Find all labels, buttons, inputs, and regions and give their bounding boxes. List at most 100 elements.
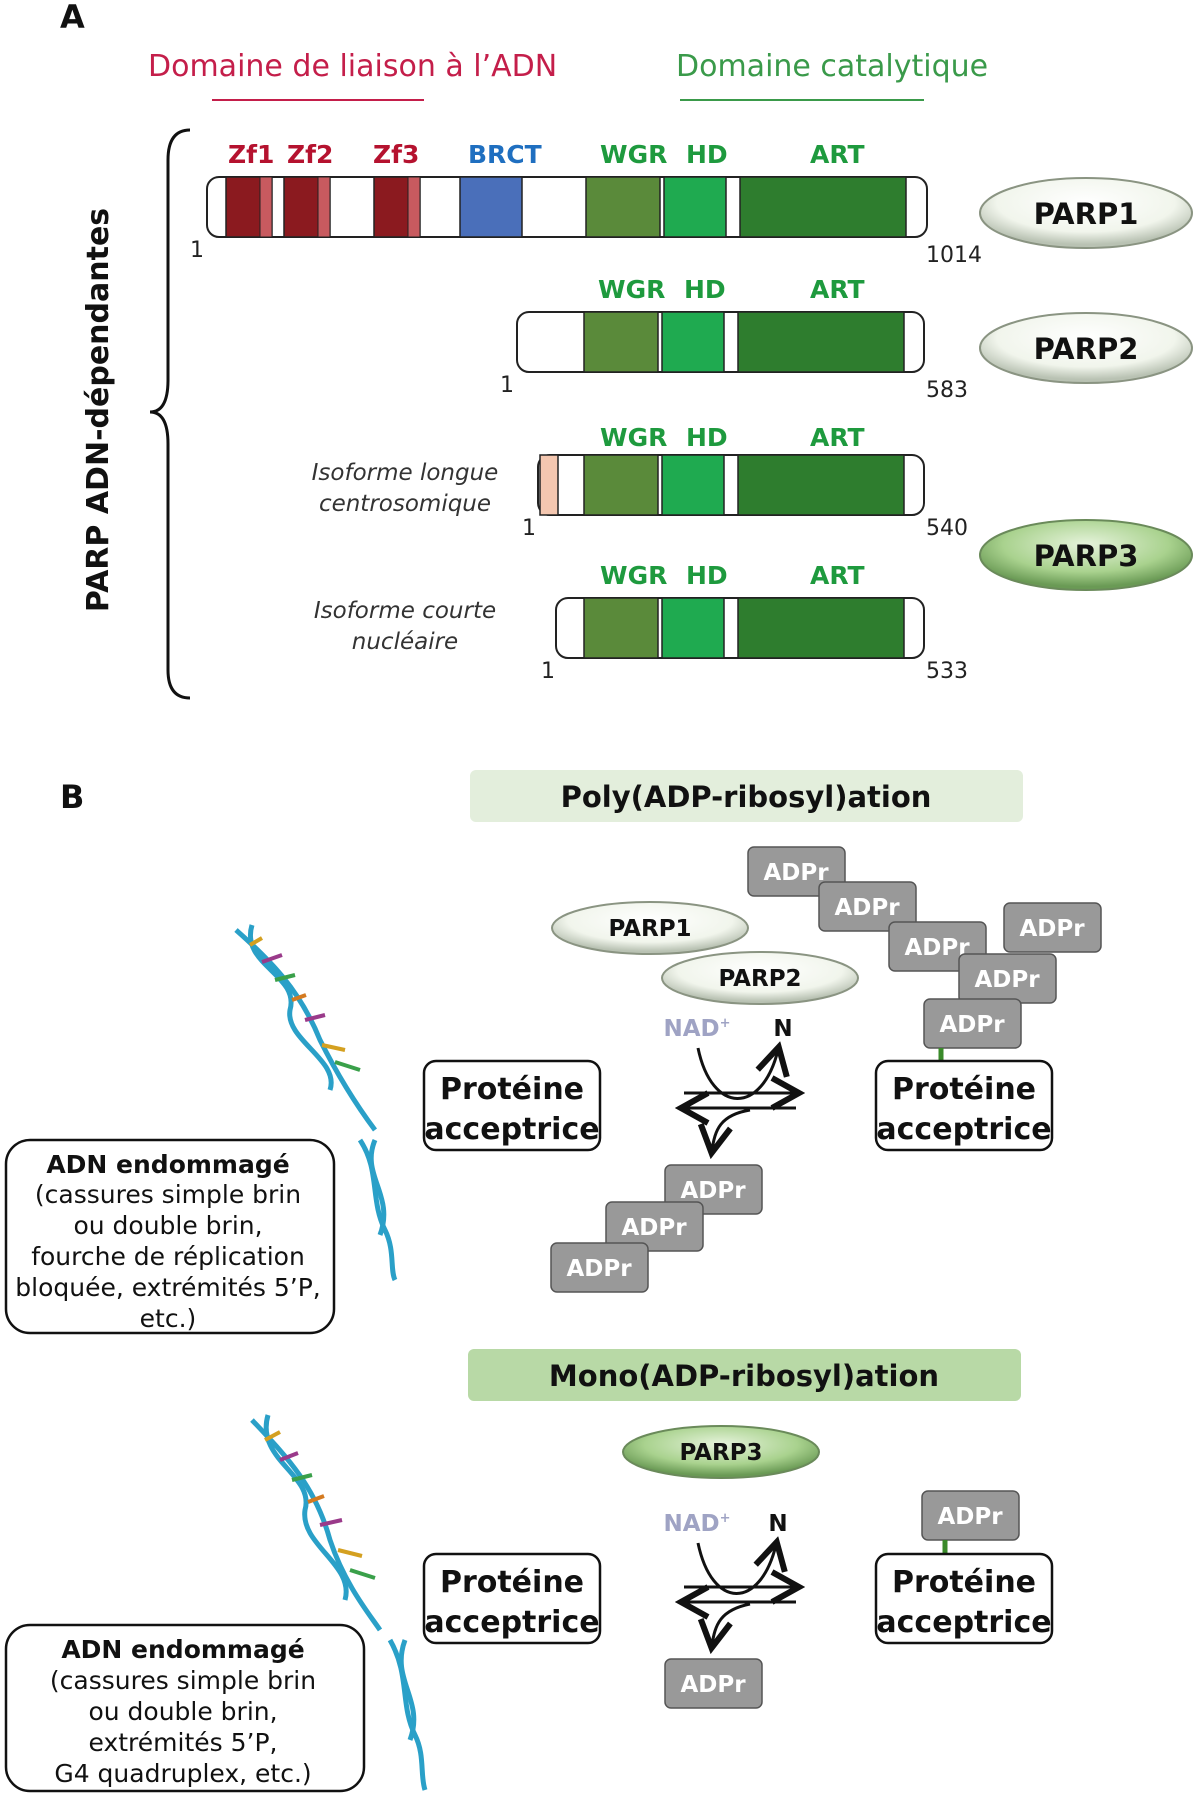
- adpr-product-mono: [921, 1490, 1020, 1541]
- dna-damage-line-mono: extrémités 5’P,: [89, 1728, 278, 1757]
- parp3-short-start: 1: [541, 659, 555, 684]
- adpr-label: ADPr: [566, 1256, 632, 1282]
- catalytic-domain-title: Domaine catalytique: [676, 49, 988, 84]
- adpr-label: ADPr: [763, 860, 829, 886]
- panel-a-label: A: [60, 0, 85, 36]
- nad-label-mono: NAD+: [663, 1511, 730, 1537]
- art-label-parp1: ART: [810, 140, 865, 169]
- mono-banner: [468, 1349, 1021, 1401]
- parp3-short-hd-segment: [661, 597, 725, 659]
- nad-charge-mono: +: [720, 1511, 731, 1526]
- parp3-long-extension: [539, 454, 559, 516]
- zf3-label: Zf3: [373, 140, 419, 169]
- brct-label: BRCT: [468, 140, 542, 169]
- product-protein-mono-line2: acceptrice: [876, 1605, 1051, 1640]
- substrate-protein-mono: [422, 1552, 602, 1645]
- wgr-label-parp1: WGR: [600, 140, 667, 169]
- adpr-block: [818, 881, 917, 932]
- parp2-hd-segment: [661, 311, 725, 373]
- adpr-product-mono-label: ADPr: [937, 1504, 1003, 1530]
- mono-banner-text: Mono(ADP-ribosyl)ation: [549, 1359, 939, 1393]
- hd-label-parp3-short: HD: [686, 561, 728, 590]
- adpr-chain-poly: ADPr ADPr ADPr ADPr ADPr ADPr: [747, 846, 1102, 1061]
- parp1-enzyme-name: PARP1: [608, 916, 691, 942]
- wgr-segment: [585, 176, 661, 238]
- nad-text-poly: NAD: [663, 1016, 719, 1042]
- poly-banner-text: Poly(ADP-ribosyl)ation: [561, 780, 932, 814]
- dna-damage-line-poly: bloquée, extrémités 5’P,: [15, 1273, 320, 1302]
- wgr-label-parp2: WGR: [598, 275, 665, 304]
- parp3-short-end: 533: [926, 659, 968, 684]
- substrate-protein-mono-line2: acceptrice: [424, 1605, 599, 1640]
- nicotinamide-label-poly: N: [773, 1016, 792, 1042]
- parp2-start: 1: [500, 373, 514, 398]
- substrate-protein-poly-line1: Protéine: [440, 1072, 584, 1107]
- adpr-block: [605, 1201, 704, 1252]
- brct-segment: [459, 176, 523, 238]
- nad-charge-poly: +: [720, 1016, 731, 1031]
- adpr-label: ADPr: [680, 1178, 746, 1204]
- parp3-enzyme-pill: [622, 1425, 820, 1479]
- parp3-long-end: 540: [926, 516, 968, 541]
- pool-arrow-mono: [712, 1602, 751, 1645]
- parp1-pill: [979, 177, 1193, 249]
- dna-damage-line-poly: fourche de réplication: [31, 1242, 305, 1271]
- dna-helix-icon: [234, 924, 398, 1282]
- dna-damage-line-mono: ou double brin,: [88, 1697, 277, 1726]
- nad-text-mono: NAD: [663, 1511, 719, 1537]
- adpr-pool-poly: ADPr ADPr ADPr: [550, 1164, 763, 1293]
- parp3-short-art-segment: [737, 597, 905, 659]
- parp3-short-label-line2: nucléaire: [352, 629, 458, 655]
- poly-banner: [470, 770, 1023, 822]
- zf2-segment-edge: [317, 176, 331, 238]
- product-protein-poly: [874, 1059, 1054, 1152]
- reaction-curve-arrow-mono: [696, 1543, 776, 1595]
- dna-damage-box-poly: [4, 1138, 336, 1335]
- parp2-art-segment: [737, 311, 905, 373]
- parp2-name: PARP2: [1034, 332, 1139, 366]
- parp2-wgr-segment: [583, 311, 659, 373]
- dna-damage-title-poly: ADN endommagé: [46, 1150, 289, 1179]
- dna-binding-domain-title: Domaine de liaison à l’ADN: [148, 49, 557, 84]
- hd-label-parp2: HD: [684, 275, 726, 304]
- hd-segment: [663, 176, 727, 238]
- nad-label-poly: NAD+: [663, 1016, 730, 1042]
- pool-arrow-poly: [712, 1108, 751, 1150]
- nicotinamide-label-mono: N: [768, 1511, 787, 1537]
- parp1-bar: [206, 176, 928, 238]
- adpr-label: ADPr: [834, 895, 900, 921]
- hd-label-parp3-long: HD: [686, 423, 728, 452]
- adpr-block: [1003, 902, 1102, 953]
- dna-damage-line-mono: (cassures simple brin: [50, 1666, 316, 1695]
- art-segment: [739, 176, 907, 238]
- dna-damage-line-poly: ou double brin,: [73, 1211, 262, 1240]
- group-label: PARP ADN-dépendantes: [81, 208, 116, 612]
- parp3-long-hd-segment: [661, 454, 725, 516]
- dna-damage-box-mono: [4, 1623, 366, 1793]
- dna-damage-line-poly: (cassures simple brin: [35, 1180, 301, 1209]
- parp3-short-wgr-segment: [583, 597, 659, 659]
- wgr-label-parp3-short: WGR: [600, 561, 667, 590]
- parp1-enzyme-pill: [551, 901, 749, 955]
- parp3-long-label-line1: Isoforme longue: [312, 460, 499, 486]
- parp3-pill: [979, 519, 1193, 591]
- parp2-bar: [516, 311, 925, 373]
- parp2-end: 583: [926, 378, 968, 403]
- parp1-name: PARP1: [1034, 197, 1139, 231]
- zf2-label: Zf2: [287, 140, 333, 169]
- adpr-label: ADPr: [1019, 916, 1085, 942]
- art-label-parp3-short: ART: [810, 561, 865, 590]
- parp3-short-label-line1: Isoforme courte: [314, 598, 496, 624]
- adpr-label: ADPr: [939, 1012, 1005, 1038]
- product-protein-poly-line2: acceptrice: [876, 1112, 1051, 1147]
- zf1-segment-edge: [259, 176, 273, 238]
- panel-b-label: B: [60, 778, 84, 816]
- parp1-start: 1: [190, 238, 204, 263]
- parp3-long-label-line2: centrosomique: [319, 491, 491, 517]
- dna-helix-icon: [250, 1414, 428, 1791]
- dna-damage-line-mono: G4 quadruplex, etc.): [54, 1759, 311, 1788]
- adpr-label: ADPr: [974, 967, 1040, 993]
- group-brace: [149, 128, 191, 700]
- parp3-long-bar: [537, 454, 925, 516]
- zf3-segment-edge: [407, 176, 421, 238]
